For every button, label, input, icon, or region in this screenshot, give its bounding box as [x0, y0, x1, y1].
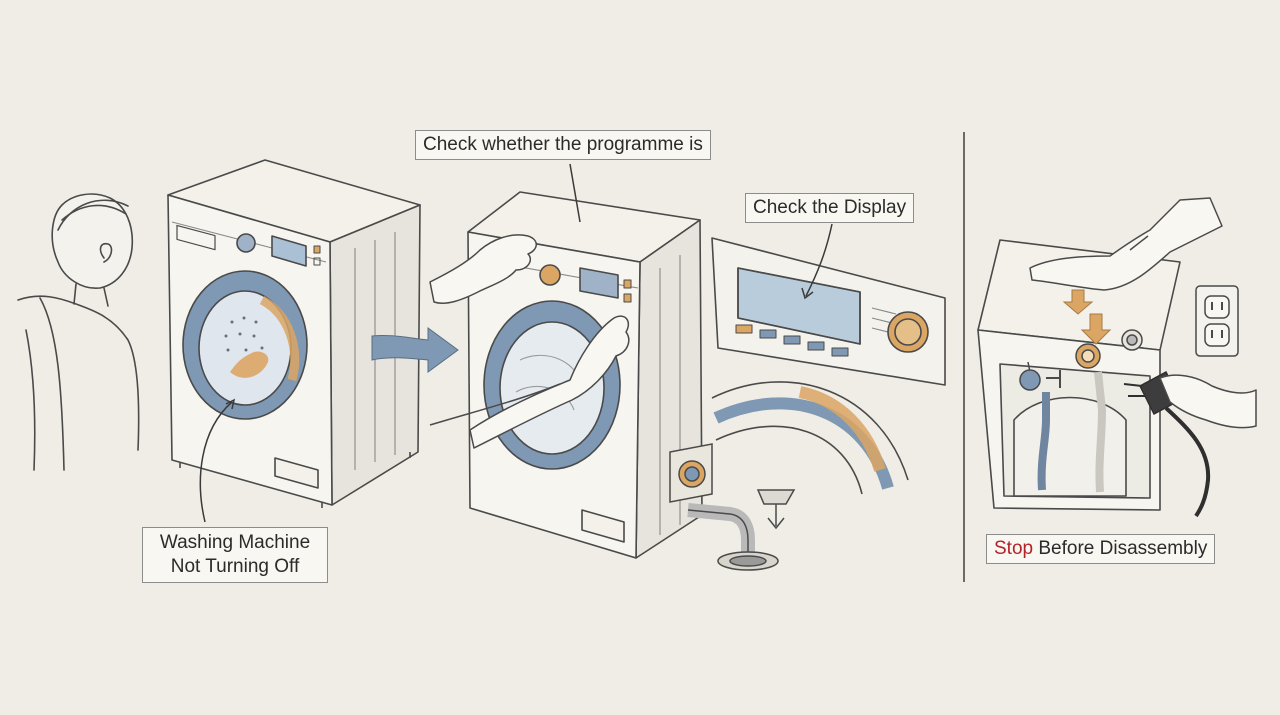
label-check-programme: Check whether the programme is: [415, 130, 711, 160]
water-valves: [1019, 329, 1143, 493]
label-washing-machine-not-off: Washing Machine Not Turning Off: [142, 527, 328, 583]
person-figure: [17, 193, 140, 471]
label-stop-before-disassembly: Stop Before Disassembly: [986, 534, 1216, 564]
label-line-1: Washing Machine: [159, 532, 311, 553]
hand-icon: [1029, 197, 1223, 291]
leader-line-programme: [569, 163, 581, 223]
hand-icon: [1159, 374, 1257, 429]
down-arrow-icon: [1062, 289, 1112, 345]
label-check-display: Check the Display: [745, 193, 915, 223]
drain-pipe: [669, 443, 796, 571]
washing-machine-left: [167, 159, 421, 508]
leader-line-display: [805, 223, 833, 297]
control-panel-display: [711, 237, 946, 495]
arrow-right-icon: [371, 327, 459, 373]
stop-rest: Before Disassembly: [1038, 538, 1208, 559]
stop-word: Stop: [994, 538, 1034, 559]
hand-icon: [429, 234, 630, 449]
label-line-2: Not Turning Off: [170, 556, 300, 577]
leader-line-not-off: [199, 401, 233, 523]
wall-socket-icon: [1195, 285, 1239, 357]
